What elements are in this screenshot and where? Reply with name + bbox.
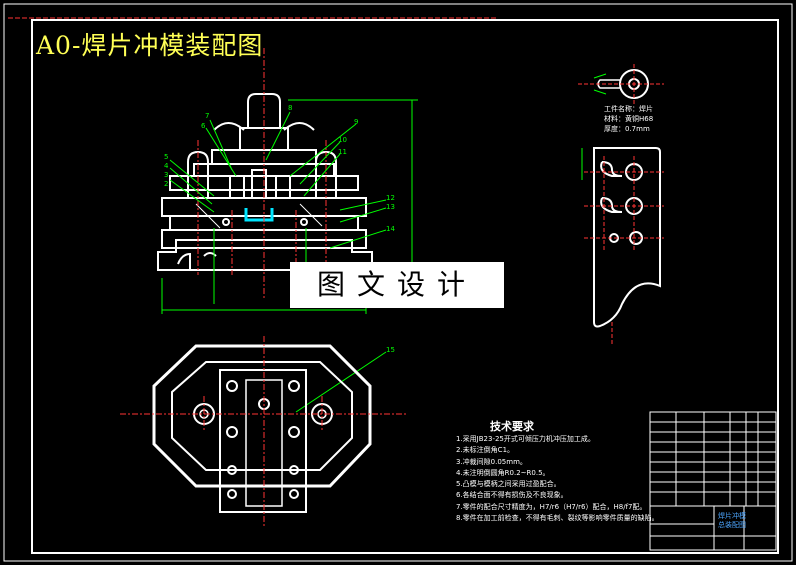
tech-item: 8.零件在加工前检查，不得有毛刺、裂纹等影响零件质量的缺陷。 bbox=[456, 514, 659, 523]
title-block-grid bbox=[649, 411, 777, 551]
front-centerlines bbox=[197, 48, 327, 300]
workpiece-material: 材料：黄铜H68 bbox=[604, 115, 654, 123]
strip-centerlines bbox=[584, 156, 664, 344]
tech-item: 1.采用JB23-25开式可倾压力机冲压加工成。 bbox=[456, 435, 595, 443]
title-block-cell: 总装配图 bbox=[718, 521, 746, 529]
title-block-cell: 焊片冲模 bbox=[718, 512, 746, 520]
tech-item: 7.零件的配合尺寸精度为，H7/r6（H7/r6）配合，H8/f7配。 bbox=[456, 502, 647, 511]
tech-requirements-title: 技术要求 bbox=[490, 420, 534, 433]
workpiece-highlight bbox=[244, 208, 274, 222]
workpiece-green-marks bbox=[593, 73, 607, 95]
tech-item: 6.各结合面不得有损伤及不良现象。 bbox=[456, 491, 568, 500]
tech-item: 2.未标注倒角C1。 bbox=[456, 446, 515, 455]
front-section-view bbox=[157, 93, 373, 271]
tech-item: 3.冲裁间隙0.05mm。 bbox=[456, 457, 527, 466]
drawing-title: A0-焊片冲模装配图 bbox=[36, 31, 264, 60]
plan-view bbox=[152, 344, 372, 513]
workpiece-centerlines bbox=[578, 64, 664, 104]
tech-item: 5.凸模与模柄之间采用过盈配合。 bbox=[456, 480, 561, 489]
outer-border bbox=[3, 3, 793, 562]
workpiece-thickness: 厚度：0.7mm bbox=[604, 125, 650, 133]
workpiece-name: 工件名称：焊片 bbox=[604, 105, 653, 113]
watermark-label: 图文设计 bbox=[290, 262, 504, 308]
title-block-name: 焊片冲模 总装配图 bbox=[718, 512, 746, 530]
tech-requirements-list: 1.采用JB23-25开式可倾压力机冲压加工成。 2.未标注倒角C1。 3.冲裁… bbox=[456, 434, 659, 524]
workpiece-info: 工件名称：焊片 材料：黄铜H68 厚度：0.7mm bbox=[604, 104, 653, 134]
inner-frame bbox=[31, 19, 779, 554]
tech-item: 4.未注明倒圆角R0.2~R0.5。 bbox=[456, 468, 550, 477]
leader-lines bbox=[161, 99, 418, 413]
plan-centerlines bbox=[120, 336, 408, 526]
